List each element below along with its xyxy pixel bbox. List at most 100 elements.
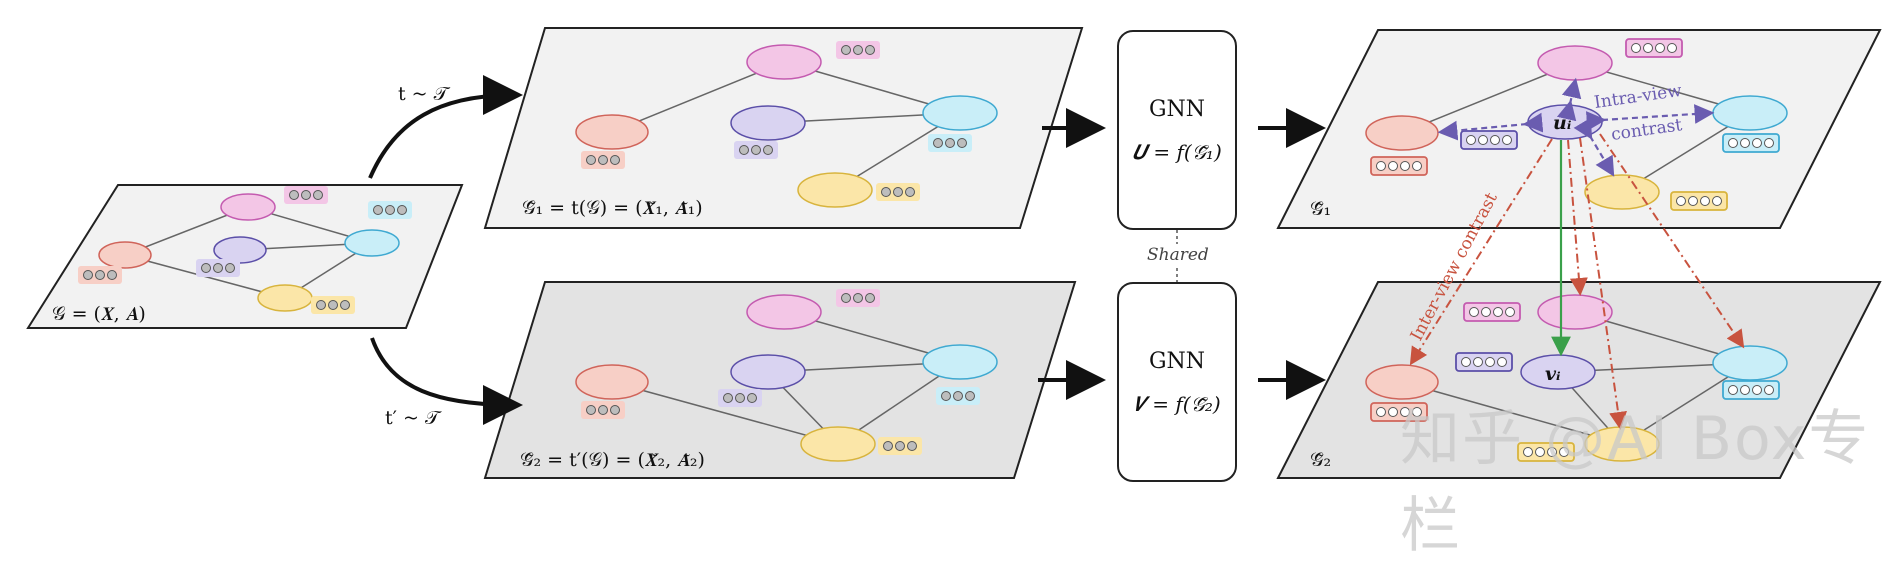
feature-vector-box bbox=[1625, 38, 1683, 58]
feature-dot bbox=[373, 205, 383, 215]
inter-arrows bbox=[1409, 133, 1745, 430]
out1-node-yellow bbox=[1584, 174, 1660, 210]
feature-dot bbox=[905, 187, 915, 197]
feature-dot bbox=[1485, 357, 1495, 367]
feature-dot bbox=[1388, 161, 1398, 171]
feature-dot bbox=[907, 441, 917, 451]
feature-dot bbox=[1688, 196, 1698, 206]
feature-dot bbox=[313, 190, 323, 200]
feature-vector-box bbox=[1517, 442, 1575, 462]
out2-label: 𝒢̃₂ bbox=[1310, 449, 1331, 471]
feature-dot bbox=[1469, 307, 1479, 317]
feature-dot bbox=[747, 393, 757, 403]
feature-dot bbox=[1764, 385, 1774, 395]
feature-dot bbox=[895, 441, 905, 451]
feature-vector-box bbox=[1370, 156, 1428, 176]
feature-dot bbox=[853, 45, 863, 55]
intra-arrows bbox=[1437, 77, 1715, 177]
view2-label: 𝒢̃₂ = t′(𝒢) = (𝑿̃₂, 𝑨̃₂) bbox=[520, 449, 705, 471]
feature-dot bbox=[763, 145, 773, 155]
feature-dot bbox=[865, 293, 875, 303]
feature-dot bbox=[1502, 135, 1512, 145]
feature-dot bbox=[385, 205, 395, 215]
feature-dot bbox=[316, 300, 326, 310]
feature-dot bbox=[1752, 385, 1762, 395]
feature-dot bbox=[225, 263, 235, 273]
view1-node-red bbox=[575, 114, 649, 150]
diagram-svg: 𝒢 = (𝑿, 𝑨) t ~ 𝒯 t′ ~ 𝒯 𝒢̃₁ = t(𝒢) = (𝑿̃… bbox=[26, 27, 1882, 479]
feature-dot bbox=[1412, 407, 1422, 417]
view1-node-purple bbox=[730, 105, 806, 141]
node-u-label: 𝒖ᵢ bbox=[1553, 112, 1572, 134]
feature-dot bbox=[1764, 138, 1774, 148]
aug-arrow-top bbox=[368, 75, 523, 179]
feature-dot bbox=[965, 391, 975, 401]
feature-vector-box bbox=[1455, 352, 1513, 372]
feature-dot bbox=[586, 405, 596, 415]
out1-label: 𝒢̃₁ bbox=[1310, 198, 1331, 220]
feature-dot bbox=[301, 190, 311, 200]
feature-dot bbox=[945, 138, 955, 148]
feature-dot bbox=[735, 393, 745, 403]
feature-dot bbox=[1728, 138, 1738, 148]
view2-node-pink bbox=[746, 294, 822, 330]
diagram-stage: 𝒢 = (𝑿, 𝑨) t ~ 𝒯 t′ ~ 𝒯 𝒢̃₁ = t(𝒢) = (𝑿̃… bbox=[26, 27, 1882, 561]
orig-node-red bbox=[98, 241, 152, 269]
gnn-top-title: GNN bbox=[1148, 96, 1206, 122]
feature-dot bbox=[739, 145, 749, 155]
feature-dot bbox=[1388, 407, 1398, 417]
feature-dot bbox=[1497, 357, 1507, 367]
feature-dot bbox=[1466, 135, 1476, 145]
view1-label: 𝒢̃₁ = t(𝒢) = (𝑿̃₁, 𝑨̃₁) bbox=[522, 197, 703, 219]
watermark: 知乎 @AI Box专栏 bbox=[1400, 404, 1871, 561]
feature-dot bbox=[1740, 385, 1750, 395]
feature-dot bbox=[1376, 407, 1386, 417]
feature-dot bbox=[1752, 138, 1762, 148]
view1-node-yellow bbox=[797, 172, 873, 208]
feature-dot bbox=[933, 138, 943, 148]
feature-dot bbox=[1481, 307, 1491, 317]
feature-dot bbox=[953, 391, 963, 401]
feature-dot bbox=[1490, 135, 1500, 145]
feature-dot bbox=[1493, 307, 1503, 317]
gnn-bottom-title: GNN bbox=[1148, 348, 1206, 374]
view1-node-pink bbox=[746, 44, 822, 80]
feature-dot bbox=[340, 300, 350, 310]
feature-dot bbox=[841, 45, 851, 55]
orig-node-pink bbox=[220, 193, 276, 221]
feature-vector-box bbox=[1670, 191, 1728, 211]
feature-dot bbox=[941, 391, 951, 401]
feature-vector-box bbox=[1722, 133, 1780, 153]
feature-dot bbox=[1376, 161, 1386, 171]
feature-dot bbox=[610, 155, 620, 165]
feature-dot bbox=[853, 293, 863, 303]
feature-dot bbox=[865, 45, 875, 55]
out2-node-cyan bbox=[1712, 345, 1788, 381]
feature-dot bbox=[586, 155, 596, 165]
feature-vector-box bbox=[1463, 302, 1521, 322]
gnn-top-box: GNN 𝑼 = f(𝒢̃₁) bbox=[1117, 30, 1237, 230]
gnn-bottom-formula: 𝑽 = f(𝒢̃₂) bbox=[1133, 391, 1221, 416]
feature-dot bbox=[1523, 447, 1533, 457]
aug-arrow-bottom bbox=[370, 337, 523, 425]
feature-vector-box bbox=[1722, 380, 1780, 400]
shared-label: Shared bbox=[1147, 245, 1209, 265]
feature-dot bbox=[841, 293, 851, 303]
feature-dot bbox=[1740, 138, 1750, 148]
view2-node-yellow bbox=[800, 426, 876, 462]
out1-node-cyan bbox=[1712, 95, 1788, 131]
view2-node-cyan bbox=[922, 344, 998, 380]
feature-dot bbox=[1505, 307, 1515, 317]
orig-graph-label: 𝒢 = (𝑿, 𝑨) bbox=[52, 303, 146, 325]
feature-dot bbox=[598, 405, 608, 415]
out1-node-red bbox=[1365, 115, 1439, 151]
view2-node-purple bbox=[730, 354, 806, 390]
feature-dot bbox=[1667, 43, 1677, 53]
feature-dot bbox=[1643, 43, 1653, 53]
feature-dot bbox=[83, 270, 93, 280]
out1-node-pink bbox=[1537, 45, 1613, 81]
feature-dot bbox=[1631, 43, 1641, 53]
orig-node-cyan bbox=[344, 229, 400, 257]
feature-dot bbox=[201, 263, 211, 273]
feature-dot bbox=[881, 187, 891, 197]
